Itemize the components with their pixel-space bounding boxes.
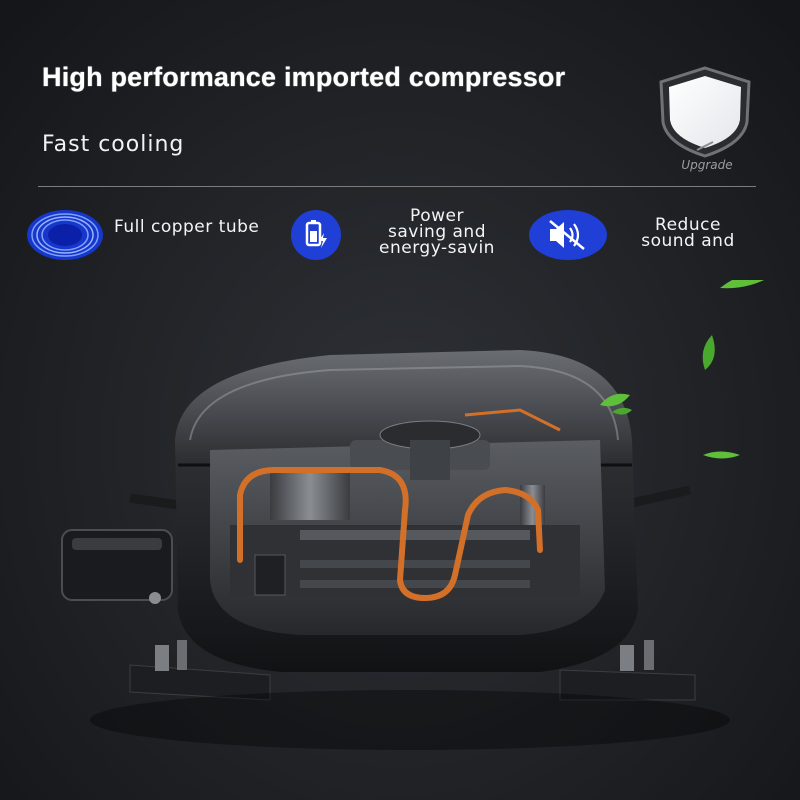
leaf [703, 451, 740, 459]
leaf [720, 280, 765, 289]
feature-label: Reduce sound and [641, 215, 735, 251]
battery-charge-icon [291, 210, 341, 260]
leaf [702, 335, 715, 370]
compressor-illustration [61, 280, 765, 750]
mute-speaker-icon [529, 210, 607, 260]
page-subtitle: Fast cooling [42, 132, 185, 157]
leaf [600, 393, 630, 407]
feature-label: Full copper tube [114, 217, 260, 237]
upgrade-label: Upgrade [681, 158, 733, 172]
feature-label: Power saving and energy-savin [379, 206, 495, 258]
shield-badge-icon [659, 66, 751, 158]
divider [38, 186, 756, 187]
page-title: High performance imported compressor [42, 62, 566, 92]
leaf [612, 407, 632, 415]
copper-coil-icon [27, 210, 103, 260]
